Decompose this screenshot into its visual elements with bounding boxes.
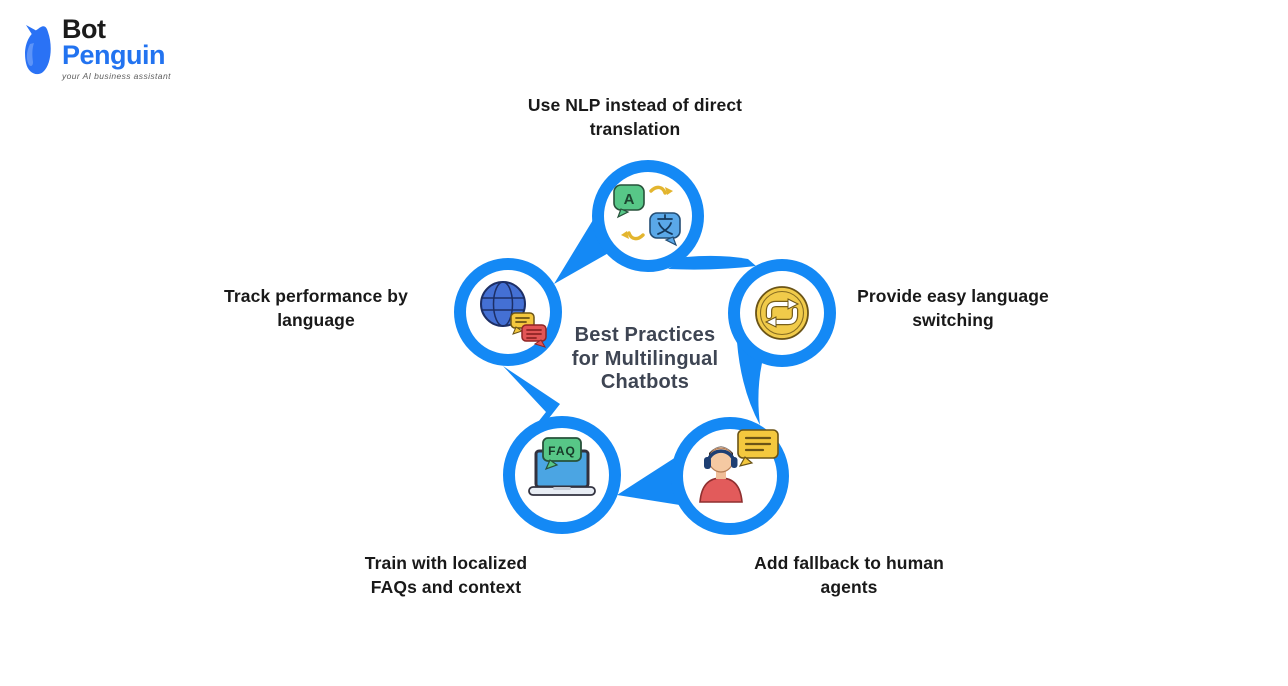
label-line: agents: [820, 577, 878, 597]
botpenguin-logo: Bot Penguin your AI business assistant: [16, 16, 171, 81]
title-line: Chatbots: [600, 371, 690, 393]
label-track-performance: Track performance by language: [156, 284, 476, 332]
label-line: Use NLP instead of direct: [527, 95, 743, 115]
label-language-switching: Provide easy language switching: [793, 284, 1113, 332]
language-switch-icon: [755, 286, 809, 340]
connector-bottom-left-to-bottom-right: [617, 448, 690, 506]
globe-chat-icon: [480, 281, 547, 348]
translation-icon: A: [613, 184, 681, 247]
label-use-nlp: Use NLP instead of direct translation: [475, 93, 795, 141]
label-line: translation: [589, 119, 681, 139]
diagram-title: Best Practices for Multilingual Chatbots: [535, 324, 755, 395]
logo-tagline: your AI business assistant: [62, 71, 171, 81]
human-agent-icon: [699, 429, 779, 503]
title-line: for Multilingual: [571, 347, 719, 370]
label-human-fallback: Add fallback to human agents: [689, 551, 1009, 599]
connector-top-to-right: [668, 255, 756, 270]
faq-text: FAQ: [548, 444, 576, 458]
label-line: Track performance by: [224, 286, 408, 306]
connector-right-to-bottom-right: [737, 342, 762, 425]
faq-laptop-icon: FAQ: [528, 437, 596, 496]
label-line: FAQs and context: [370, 577, 522, 597]
label-line: Add fallback to human: [754, 553, 944, 573]
node-circle-top: [592, 160, 704, 272]
label-line: language: [277, 310, 355, 330]
penguin-icon: [25, 25, 51, 75]
logo-word-penguin: Penguin: [62, 40, 165, 70]
label-line: switching: [912, 310, 994, 330]
label-line: Train with localized: [364, 553, 528, 573]
title-line: Best Practices: [574, 324, 716, 346]
translate-cjk-glyph: [657, 214, 673, 235]
logo-word-bot: Bot: [62, 14, 106, 44]
label-localized-faqs: Train with localized FAQs and context: [286, 551, 606, 599]
translate-letter-a: A: [624, 191, 635, 208]
label-line: Provide easy language: [857, 286, 1049, 306]
